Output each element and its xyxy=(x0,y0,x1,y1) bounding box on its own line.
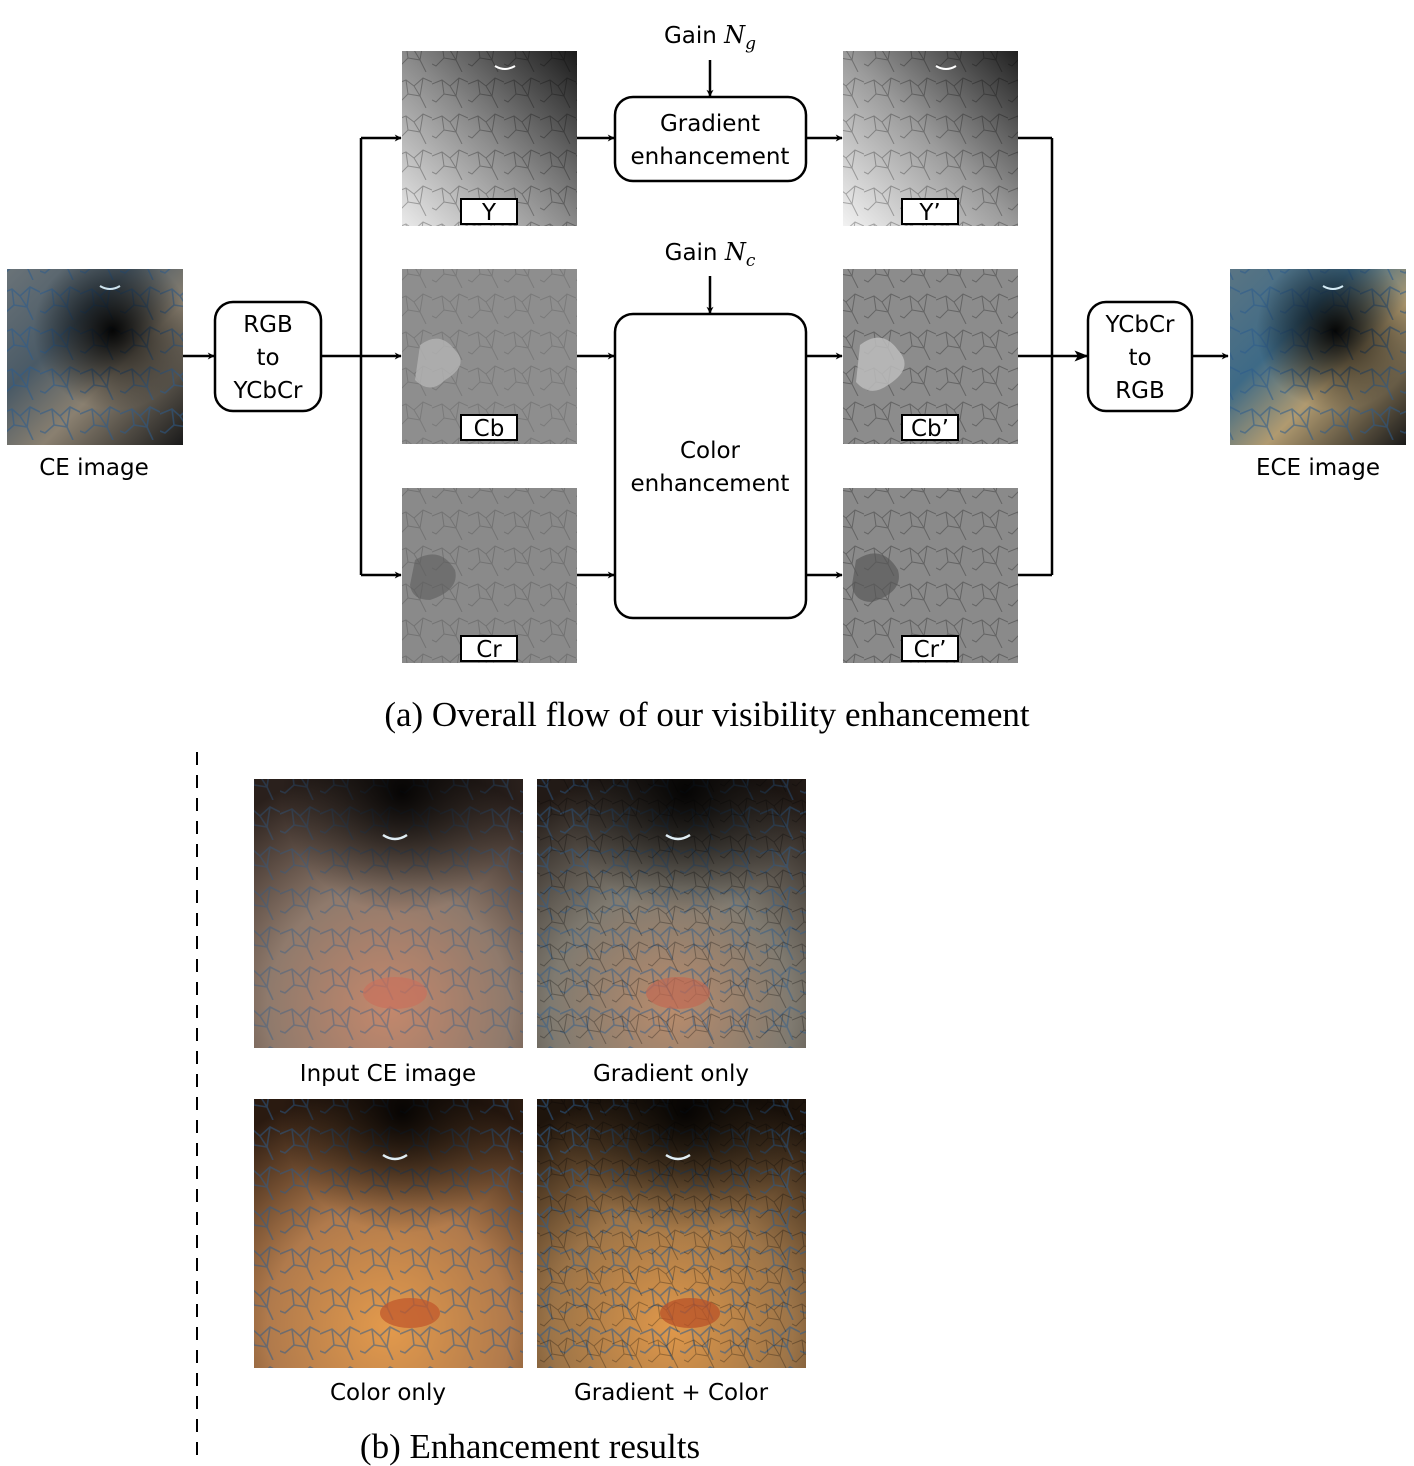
result-gradient-label: Gradient only xyxy=(593,1061,749,1087)
cb-tag-label: Cb xyxy=(474,416,505,442)
ece-image-thumbnail xyxy=(1230,269,1406,445)
result-gradient-image xyxy=(537,779,806,1048)
ycbcr-to-rgb-line1: YCbCr xyxy=(1105,312,1176,338)
color-enhancement-box xyxy=(615,314,806,618)
color-enhancement-line2: enhancement xyxy=(631,471,790,497)
ycbcr-to-rgb-line3: RGB xyxy=(1115,378,1165,404)
yprime-tag-label: Y’ xyxy=(918,200,940,226)
gain-g-label: Gain Ng xyxy=(664,21,756,54)
cbprime-tag-label: Cb’ xyxy=(911,416,949,442)
y-tag-label: Y xyxy=(481,200,497,226)
ce-image-thumbnail xyxy=(7,269,183,445)
result-both-label: Gradient + Color xyxy=(574,1380,769,1406)
rgb-to-ycbcr-line3: YCbCr xyxy=(233,378,304,404)
gain-c-label: Gain Nc xyxy=(665,238,756,271)
result-color-label: Color only xyxy=(330,1380,446,1406)
result-input-label: Input CE image xyxy=(300,1061,476,1087)
caption-b: (b) Enhancement results xyxy=(360,1427,700,1466)
result-both-image xyxy=(537,1099,806,1368)
caption-a: (a) Overall flow of our visibility enhan… xyxy=(384,695,1030,734)
cr-tag-label: Cr xyxy=(476,637,502,663)
crprime-tag-label: Cr’ xyxy=(914,637,947,663)
gradient-enhancement-line1: Gradient xyxy=(660,111,760,137)
ce-image-label: CE image xyxy=(39,455,149,481)
rgb-to-ycbcr-line2: to xyxy=(256,345,279,371)
color-enhancement-line1: Color xyxy=(680,438,741,464)
result-input-image xyxy=(254,779,523,1048)
result-color-image xyxy=(254,1099,523,1368)
rgb-to-ycbcr-line1: RGB xyxy=(243,312,293,338)
gradient-enhancement-line2: enhancement xyxy=(631,144,790,170)
ece-image-label: ECE image xyxy=(1256,455,1380,481)
ycbcr-to-rgb-line2: to xyxy=(1128,345,1151,371)
